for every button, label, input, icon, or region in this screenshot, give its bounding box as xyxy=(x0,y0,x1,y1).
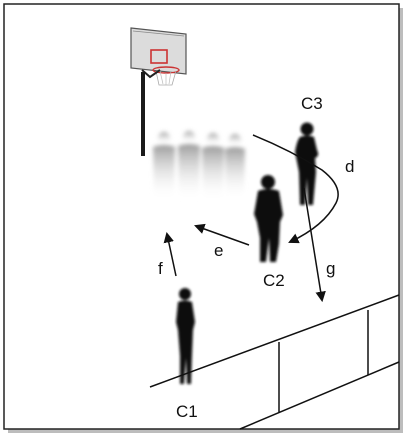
person-c1-silhouette xyxy=(176,288,195,384)
arrow-g xyxy=(303,187,326,303)
arrow-e xyxy=(194,223,250,246)
foreground-wall xyxy=(149,294,400,430)
label-arrow-e: e xyxy=(214,241,223,260)
label-c1: C1 xyxy=(176,402,198,421)
arrow-d xyxy=(252,134,339,244)
label-arrow-g: g xyxy=(326,259,335,278)
basketball-hoop-icon xyxy=(130,27,187,156)
arrow-f xyxy=(163,231,177,277)
person-c2-silhouette xyxy=(254,175,283,262)
ghosted-group-icon xyxy=(153,131,245,201)
label-c3: C3 xyxy=(301,94,323,113)
label-c2: C2 xyxy=(263,271,285,290)
label-arrow-f: f xyxy=(158,259,163,278)
label-arrow-d: d xyxy=(345,157,354,176)
picture-frame xyxy=(3,3,400,430)
person-c3-silhouette xyxy=(295,122,319,205)
